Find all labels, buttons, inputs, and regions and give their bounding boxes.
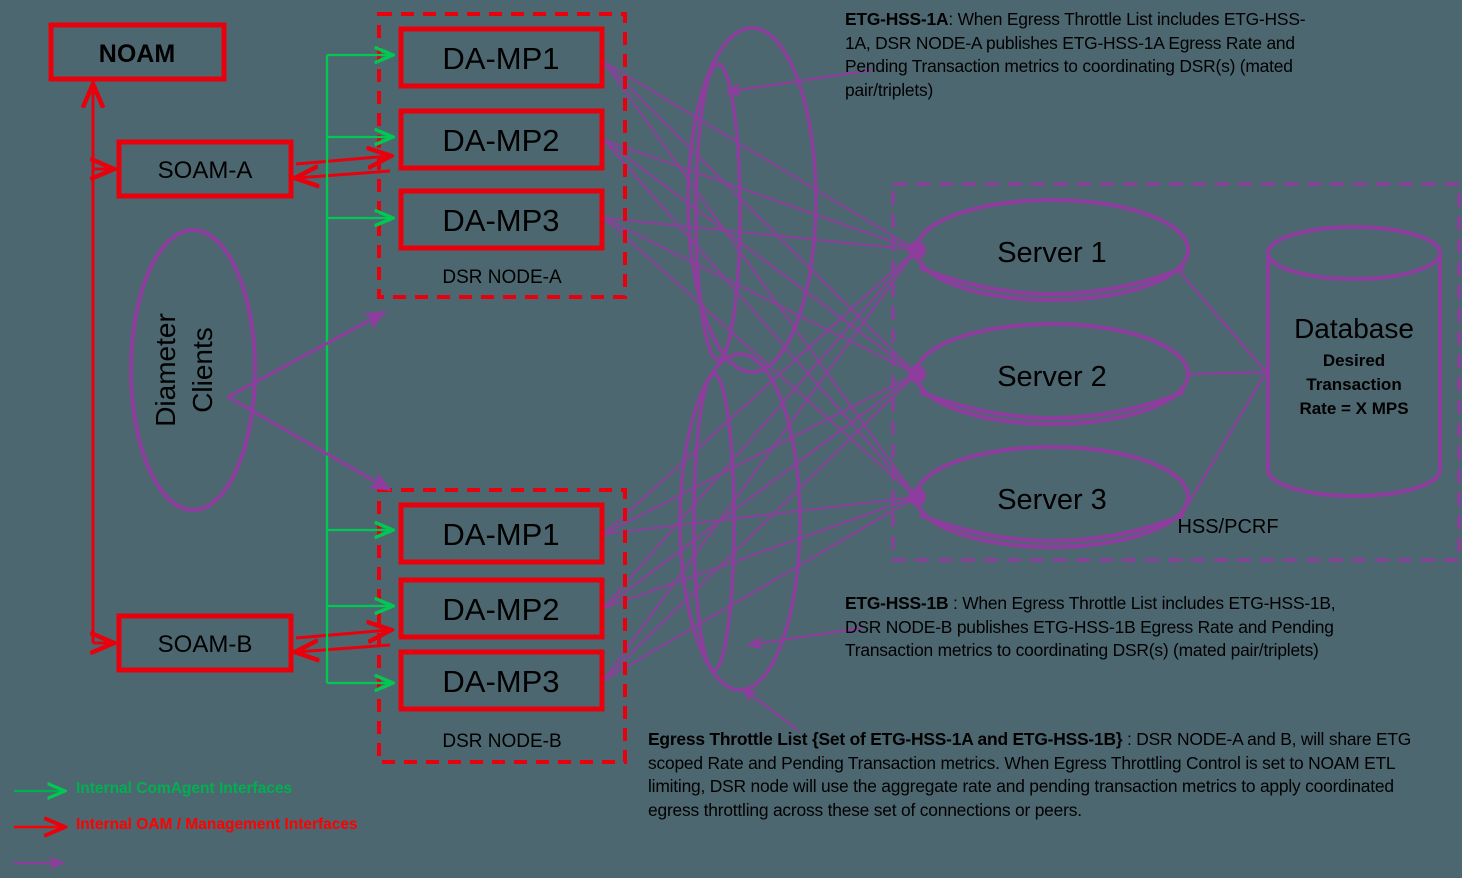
note-etg-hss-1b-title: ETG-HSS-1B <box>845 593 949 613</box>
da-mp2-node-b-label: DA-MP2 <box>442 592 559 627</box>
note-etg-hss-1a-title: ETG-HSS-1A <box>845 9 949 29</box>
da-mp1-node-b[interactable]: DA-MP1 <box>398 502 605 565</box>
da-mp1-node-a[interactable]: DA-MP1 <box>398 26 605 89</box>
clients-to-node-a <box>227 310 387 399</box>
database-title: Database <box>1294 313 1414 344</box>
diameter-clients-label-line-1: Diameter <box>150 313 181 427</box>
server-2: Server 2 <box>908 322 1190 426</box>
server-database-links <box>1179 271 1267 519</box>
da-mp2-node-a-label: DA-MP2 <box>442 123 559 158</box>
server-2-label: Server 2 <box>997 361 1107 393</box>
da-mp3-node-b-box <box>398 649 605 712</box>
etg-group-ellipses <box>678 26 818 692</box>
note-egress-throttle-list-body: : DSR NODE-A and B, will share ETG scope… <box>648 729 1412 821</box>
server-3-base-arc <box>919 513 1185 543</box>
database-line-1: Desired <box>1323 351 1385 370</box>
note-egress-throttle-list: Egress Throttle List {Set of ETG-HSS-1A … <box>648 728 1420 823</box>
da-mp1-node-b-label: DA-MP1 <box>442 517 559 552</box>
database-line-3: Rate = X MPS <box>1299 399 1408 418</box>
da-mp1-node-b-box <box>398 502 605 565</box>
noam-box <box>48 22 227 82</box>
da-mp3-node-a[interactable]: DA-MP3 <box>398 188 605 251</box>
server-2-hub <box>908 365 926 383</box>
dsr-node-b-label: DSR NODE-B <box>442 731 561 752</box>
dsr-node-a-boundary <box>377 12 627 299</box>
noam-node[interactable]: NOAM <box>48 22 227 82</box>
server-3-hub <box>908 488 926 506</box>
note-etg-hss-1a: ETG-HSS-1A: When Egress Throttle List in… <box>845 8 1315 103</box>
da-mp1-node-a-label: DA-MP1 <box>442 41 559 76</box>
note-leader-lines <box>725 68 873 731</box>
note-egress-throttle-list-title: Egress Throttle List {Set of ETG-HSS-1A … <box>648 729 1123 749</box>
clients-to-node-b <box>227 395 392 492</box>
da-mp2-node-b-box <box>398 577 605 640</box>
da-mp3-node-a-label: DA-MP3 <box>442 203 559 238</box>
legend-label-comagent: Internal ComAgent Interfaces <box>76 780 293 797</box>
da-mp2-node-a-box <box>398 108 605 171</box>
soam-a-node[interactable]: SOAM-A <box>116 139 294 199</box>
database-body <box>1266 253 1442 498</box>
server-1-hub <box>908 241 926 259</box>
legend-arrows <box>14 791 64 870</box>
hss-pcrf-boundary <box>891 182 1461 562</box>
da-mp3-node-a-box <box>398 188 605 251</box>
server-1-label: Server 1 <box>997 237 1107 269</box>
oam-soam-a-to-node-a <box>295 156 390 164</box>
database-cylinder: Database Desired Transaction Rate = X MP… <box>1266 225 1442 498</box>
oam-soam-b-to-node-b <box>295 630 390 638</box>
server-2-base-arc <box>919 390 1185 420</box>
da-mp1-node-a-box <box>398 26 605 89</box>
legend-label-oam: Internal OAM / Management Interfaces <box>76 816 358 833</box>
soam-b-node[interactable]: SOAM-B <box>116 613 294 673</box>
etg-hss-1b-inner-ellipse <box>692 372 736 672</box>
note-etg-hss-1b: ETG-HSS-1B : When Egress Throttle List i… <box>845 592 1375 663</box>
etg-hss-1a-inner-ellipse <box>694 62 742 362</box>
dsr-node-b-boundary <box>377 488 627 764</box>
server-1: Server 1 <box>908 198 1190 302</box>
soam-a-label: SOAM-A <box>158 157 253 184</box>
note-etg-hss-1b-body: : When Egress Throttle List includes ETG… <box>845 593 1336 661</box>
noam-label: NOAM <box>99 40 175 68</box>
server-3-label: Server 3 <box>997 484 1107 516</box>
oam-management-links <box>93 85 390 652</box>
database-top <box>1266 225 1442 281</box>
soam-b-label: SOAM-B <box>158 631 253 658</box>
hss-pcrf-label: HSS/PCRF <box>1177 516 1278 538</box>
diameter-client-links <box>227 310 392 492</box>
note-etg-hss-1a-body: : When Egress Throttle List includes ETG… <box>845 9 1306 101</box>
da-mp2-node-b[interactable]: DA-MP2 <box>398 577 605 640</box>
etg-hss-1a-outer-ellipse <box>686 26 818 374</box>
database-line-2: Transaction <box>1306 375 1401 394</box>
etg-hss-1b-outer-ellipse <box>678 352 802 692</box>
oam-node-b-to-soam-b <box>296 645 391 652</box>
da-mp3-node-b-label: DA-MP3 <box>442 664 559 699</box>
server-3: Server 3 <box>908 445 1190 549</box>
connection-mesh <box>603 61 917 681</box>
oam-node-a-to-soam-a <box>296 171 391 178</box>
diameter-clients: Diameter Clients <box>129 228 257 512</box>
comagent-links <box>325 55 392 683</box>
diameter-clients-label-line-2: Clients <box>187 327 218 413</box>
da-mp3-node-b[interactable]: DA-MP3 <box>398 649 605 712</box>
diameter-clients-shape <box>129 228 257 512</box>
da-mp2-node-a[interactable]: DA-MP2 <box>398 108 605 171</box>
server-1-base-arc <box>919 266 1185 296</box>
dsr-node-a-label: DSR NODE-A <box>442 267 562 288</box>
